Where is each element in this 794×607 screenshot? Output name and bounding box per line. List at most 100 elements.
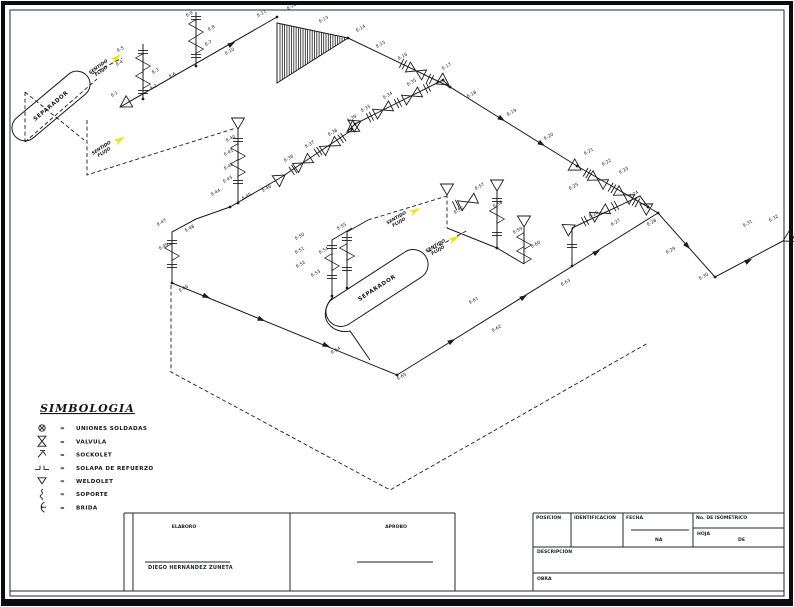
welded-union-dot — [353, 122, 357, 126]
hatched-triangle — [276, 22, 350, 84]
pipe-label: E-43 — [222, 174, 234, 184]
pipe-label: E-61 — [468, 295, 480, 305]
pipe-label: E-64 — [330, 345, 342, 355]
union-icon — [38, 424, 46, 432]
legend-equals: = — [60, 453, 65, 459]
pipe-label: E-58 — [492, 199, 504, 209]
pipe-label: E-21 — [583, 146, 595, 156]
yellow-flow-arrow-icon — [408, 207, 421, 217]
pipe-label: E-32 — [768, 213, 780, 223]
legend-equals: = — [60, 492, 65, 498]
pipe-label: E-7 — [204, 39, 213, 48]
obra-label: OBRA — [537, 576, 552, 582]
pipe-label: E-16 — [397, 51, 409, 61]
author-name: DIEGO HERNÁNDEZ ZUNETA — [148, 564, 233, 571]
fecha-label: FECHA — [626, 515, 643, 521]
welded-union-dot — [228, 205, 232, 209]
pipe-label: E-4 — [115, 59, 124, 68]
legend-item-label: UNIONES SOLDADAS — [76, 426, 147, 432]
inner-border — [9, 9, 785, 597]
pipe-label: E-60 — [530, 239, 542, 249]
welded-union-dot — [346, 36, 350, 40]
legend-equals: = — [60, 466, 65, 472]
descripcion-label: DESCRIPCION — [537, 549, 572, 555]
flow-arrows — [202, 39, 754, 350]
yellow-flow-arrow-icon — [113, 136, 125, 146]
solapa-icon — [34, 465, 50, 471]
legend: SIMBOLOGIA = UNIONES SOLDADAS = VALVULA = SOC… — [34, 402, 154, 513]
pipe-label: E-66 — [178, 283, 190, 293]
fecha-value: NA — [655, 537, 663, 543]
welded-union-dot — [236, 201, 240, 205]
pipe-label: E-8 — [207, 24, 216, 33]
pipe-label: E-51 — [294, 245, 306, 255]
pipe-label: E-18 — [466, 89, 478, 99]
pipe-label: E-35 — [406, 77, 418, 87]
pipe-label: E-23 — [618, 165, 630, 175]
pipe-labels: E-1E-2E-3E-4E-5E-6E-7E-8E-9E-10E-11E-12E… — [110, 1, 780, 381]
pipe-label: E-56 — [453, 205, 465, 215]
legend-item-label: WELDOLET — [76, 479, 113, 485]
legend-title: SIMBOLOGIA — [40, 402, 135, 415]
legend-equals: = — [60, 439, 65, 445]
pipe-label: E-57 — [474, 181, 486, 191]
de-label: DE — [738, 537, 745, 543]
pipe-label: E-1 — [110, 90, 119, 99]
pipe-label: E-29 — [665, 245, 677, 255]
pipe-label: E-30 — [698, 271, 710, 281]
soporte-icon — [39, 488, 44, 501]
pipe-label: E-62 — [491, 323, 503, 333]
sockolet-icon — [37, 449, 47, 458]
pipe-label: E-9 — [185, 10, 194, 19]
brida-icon — [40, 501, 47, 513]
pipe-label: E-42 — [223, 161, 235, 171]
flange-triangles — [116, 72, 794, 248]
pipe-label: E-44 — [210, 187, 222, 197]
pipe-label: E-19 — [506, 107, 518, 117]
pipe-label: E-50 — [294, 231, 306, 241]
isometric-drawing: SEPARADOR SEPARADOR — [11, 1, 794, 491]
weld-dots — [141, 15, 717, 377]
valvula-icon — [37, 435, 47, 447]
pipe-label: E-25 — [568, 181, 580, 191]
welded-union-dot — [345, 286, 349, 290]
pipe-label: E-12 — [286, 1, 298, 11]
dashed-lines — [24, 57, 649, 491]
no-isometrico-label: No. DE ISOMETRICO — [696, 515, 747, 521]
welded-union-dot — [575, 164, 579, 168]
legend-item-label: SOCKOLET — [76, 453, 112, 459]
pipe-label: E-27 — [610, 217, 622, 227]
flanges — [137, 15, 641, 280]
pipe-label: E-15 — [375, 39, 387, 49]
pipe-label: E-63 — [560, 277, 572, 287]
pipe-label: E-47 — [156, 217, 168, 227]
legend-equals: = — [60, 479, 65, 485]
legend-item-label: VALVULA — [76, 439, 107, 445]
pipe-label: E-2 — [149, 83, 158, 92]
pipe-label: E-52 — [295, 259, 307, 269]
pipe-label: E-34 — [382, 90, 394, 100]
pipe-label: E-31 — [742, 218, 754, 228]
welded-union-dot — [275, 15, 279, 19]
pipe-label: E-13 — [318, 14, 330, 24]
pipe-label: E-33 — [360, 103, 372, 113]
pipe-label: E-3 — [151, 67, 160, 76]
pipe-label: E-46 — [261, 183, 273, 193]
pipe-label: E-5 — [116, 45, 125, 54]
welded-union-dot — [495, 246, 499, 250]
yellow-flow-arrow-icon — [447, 235, 460, 245]
pipe-label: E-26 — [588, 209, 600, 219]
separator-1: SEPARADOR — [11, 70, 91, 142]
title-block: ELABORO APROBO DIEGO HERNÁNDEZ ZUNETA PO… — [10, 512, 784, 592]
welded-union-dot — [395, 373, 399, 377]
legend-item-label: SOLAPA DE REFUERZO — [76, 466, 154, 472]
pipe-label: E-39 — [346, 113, 358, 123]
welded-union-dot — [570, 264, 574, 268]
pipe-label: E-45 — [241, 191, 253, 201]
pipe-label: E-20 — [543, 131, 555, 141]
pipe-label: E-17 — [441, 61, 453, 71]
